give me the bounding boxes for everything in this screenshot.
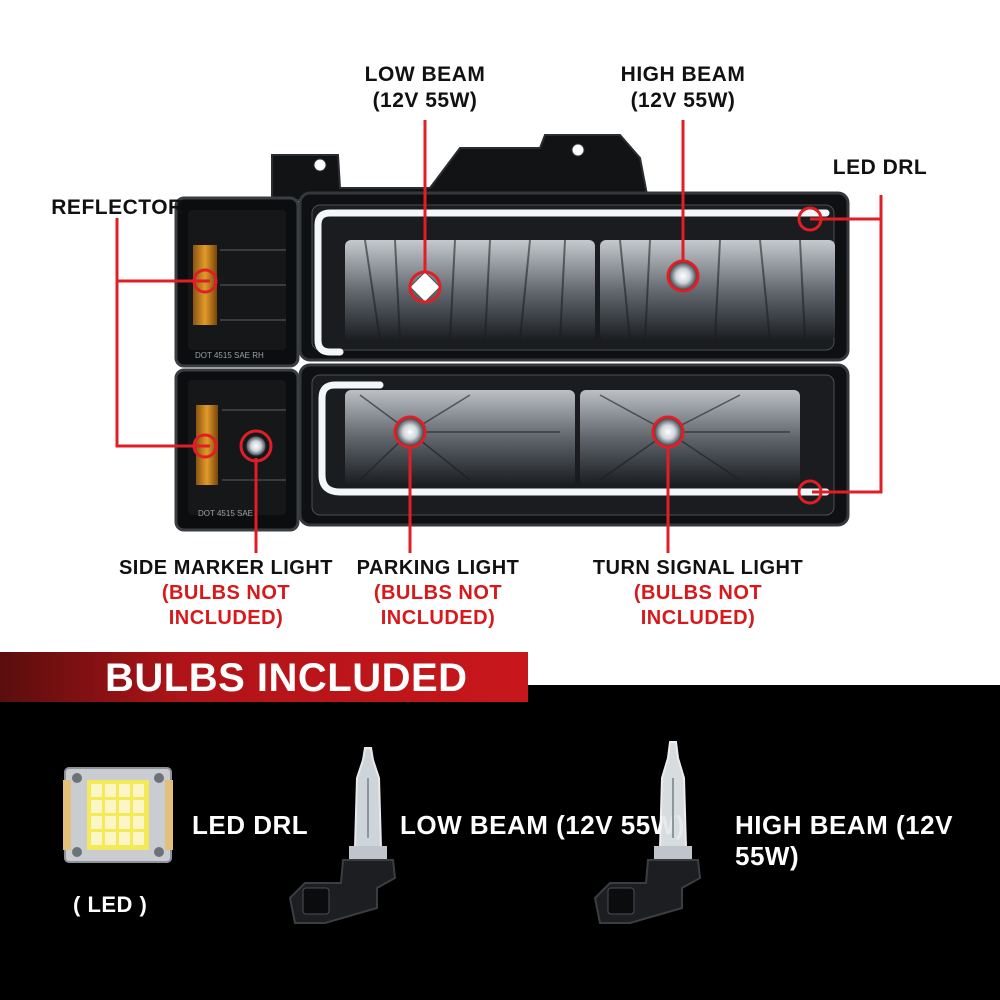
high-beam-bulb-label: HIGH BEAM (12V 55W) bbox=[735, 810, 953, 871]
turn-signal-title: TURN SIGNAL LIGHT bbox=[592, 557, 804, 579]
led-chip-icon bbox=[63, 767, 173, 863]
led-sublabel: ( LED ) bbox=[73, 892, 148, 917]
led-drl-tube-lower bbox=[318, 381, 830, 496]
turn-signal-callout: TURN SIGNAL LIGHT (BULBS NOT INCLUDED) bbox=[590, 556, 806, 631]
led-drl-callout: LED DRL bbox=[832, 156, 928, 179]
low-beam-callout: LOW BEAM (12V 55W) bbox=[345, 62, 505, 115]
side-marker-note: (BULBS NOT INCLUDED) bbox=[161, 582, 291, 629]
led-drl-bulb-label: LED DRL bbox=[192, 810, 309, 840]
high-beam-callout: HIGH BEAM (12V 55W) bbox=[603, 62, 763, 115]
low-beam-spec: (12V 55W) bbox=[372, 89, 478, 113]
section-title: BULBS INCLUDED bbox=[105, 656, 468, 700]
reflector-callout: REFLECTOR bbox=[51, 196, 184, 219]
section-banner bbox=[0, 652, 528, 702]
mounting-bracket bbox=[271, 134, 650, 201]
halogen-bulb-icon bbox=[288, 747, 397, 924]
led-drl-tube-upper bbox=[314, 209, 830, 356]
parking-light-callout: PARKING LIGHT (BULBS NOT INCLUDED) bbox=[330, 556, 546, 631]
halogen-bulb-icon bbox=[593, 741, 702, 924]
high-beam-spec: (12V 55W) bbox=[630, 89, 736, 113]
parking-light-note: (BULBS NOT INCLUDED) bbox=[373, 582, 503, 629]
low-beam-title: LOW BEAM bbox=[364, 63, 486, 86]
parking-light-title: PARKING LIGHT bbox=[356, 557, 520, 579]
turn-signal-note: (BULBS NOT INCLUDED) bbox=[633, 582, 763, 629]
corner-bottom-dot-text: DOT 4515 SAE bbox=[198, 509, 253, 518]
corner-top-dot-text: DOT 4515 SAE RH bbox=[195, 351, 264, 360]
headlight-assembly: DOT 4515 SAE RH DOT 4515 SAE bbox=[115, 120, 883, 553]
callout-circles bbox=[192, 206, 823, 505]
low-beam-bulb-label: LOW BEAM (12V 55W) bbox=[400, 810, 685, 840]
callout-lines bbox=[115, 120, 883, 553]
high-beam-title: HIGH BEAM bbox=[620, 63, 746, 86]
side-marker-title: SIDE MARKER LIGHT bbox=[118, 557, 334, 579]
side-marker-callout: SIDE MARKER LIGHT (BULBS NOT INCLUDED) bbox=[118, 556, 334, 631]
